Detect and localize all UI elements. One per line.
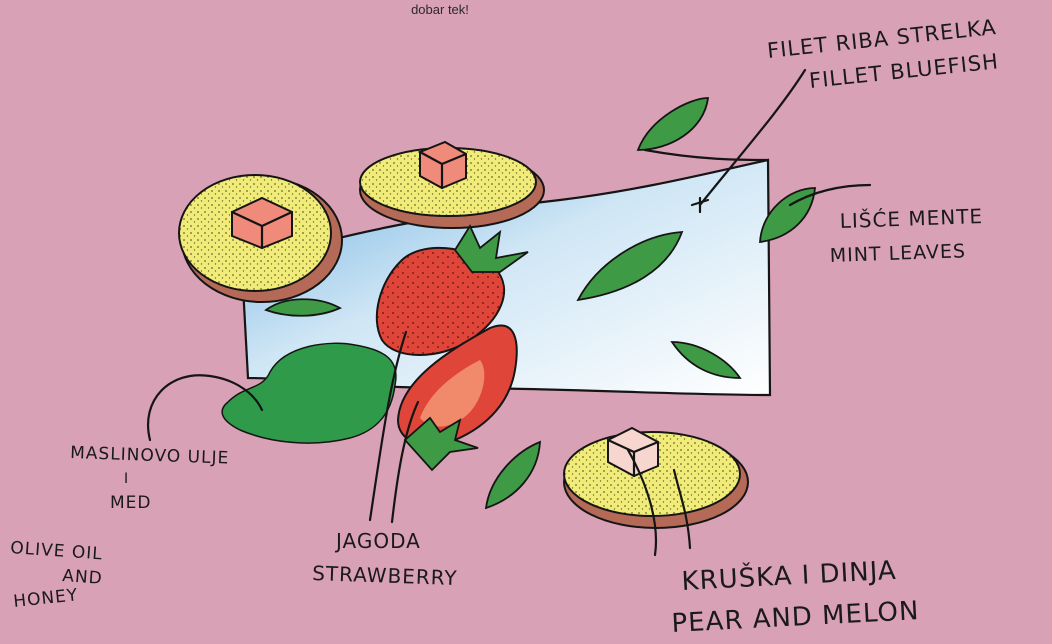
label-pear-hr: KRUŠKA I DINJA	[681, 554, 898, 597]
label-oil-hr-sep: I	[124, 471, 129, 487]
label-mint-hr: LIŠĆE MENTE	[839, 204, 983, 233]
label-oil-en-3: HONEY	[12, 585, 79, 612]
sponge-cake-bottom	[564, 428, 748, 528]
label-oil-hr-1: MASLINOVO ULJE	[70, 443, 230, 469]
caption-top: dobar tek!	[411, 2, 469, 17]
sponge-cake-left	[179, 175, 342, 302]
label-strawberry-en: STRAWBERRY	[312, 561, 458, 590]
label-pear-en: PEAR AND MELON	[671, 596, 920, 639]
label-mint-en: MINT LEAVES	[829, 240, 966, 267]
label-oil-en-1: OLIVE OIL	[10, 538, 104, 564]
label-strawberry-hr: JAGODA	[334, 529, 421, 553]
label-oil-hr-2: MED	[110, 493, 152, 513]
sponge-cake-top	[360, 142, 544, 228]
